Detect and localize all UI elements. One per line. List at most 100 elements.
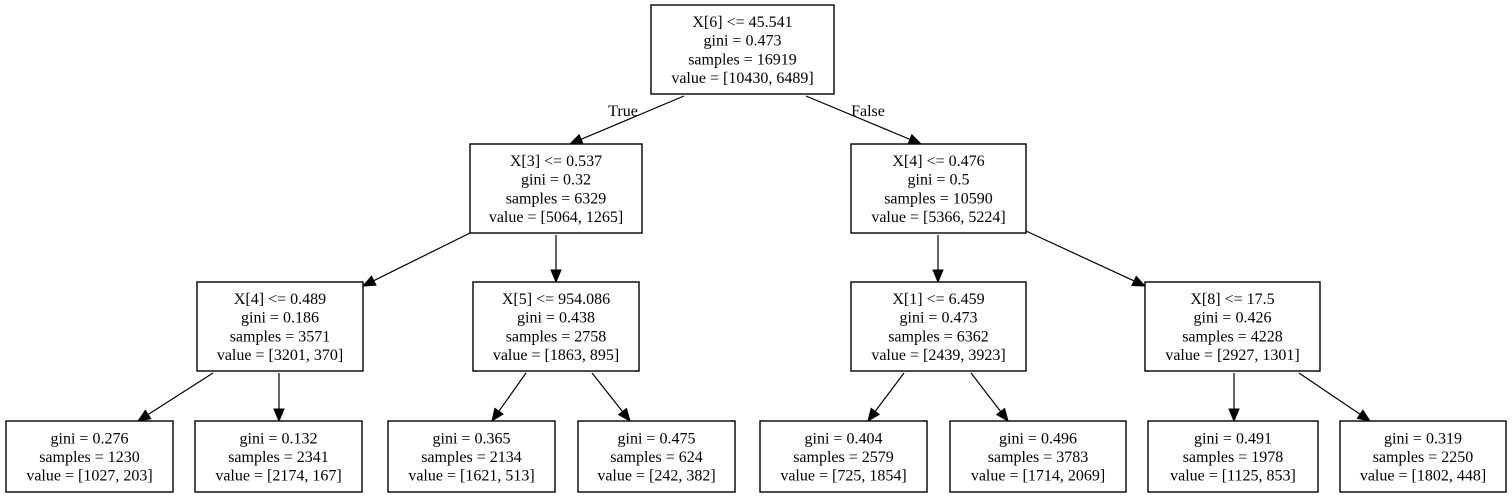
node-line: gini = 0.5 (908, 172, 970, 189)
edge-label-true: True (608, 103, 638, 120)
node-line: X[8] <= 17.5 (1190, 291, 1274, 308)
node-box (1144, 281, 1321, 372)
node-line: value = [10430, 6489] (671, 70, 813, 87)
node-line: value = [3201, 370] (217, 347, 343, 364)
edge-n2-n5 (932, 235, 944, 284)
node-line: value = [5366, 5224] (871, 209, 1005, 226)
edge-line (591, 372, 624, 412)
node-line: samples = 2134 (421, 449, 522, 466)
node-line: value = [2439, 3923] (871, 347, 1005, 364)
edge-n6-n13 (1228, 373, 1240, 423)
arrowhead-icon (617, 407, 631, 423)
node-line: gini = 0.438 (517, 310, 595, 327)
node-line: gini = 0.496 (999, 430, 1077, 447)
node-box (759, 420, 928, 493)
edge-label-false: False (851, 103, 885, 120)
arrowhead-icon (361, 275, 377, 287)
node-line: value = [1714, 2069] (971, 468, 1105, 485)
edge-n1-n4 (550, 235, 562, 284)
edge-n2-n6 (1025, 230, 1147, 287)
edge-n6-n14 (1298, 372, 1372, 422)
node-box (194, 420, 363, 493)
node-line: gini = 0.319 (1384, 430, 1462, 447)
arrowhead-icon (1356, 409, 1372, 422)
node-line: X[5] <= 954.086 (502, 291, 610, 308)
node-line: gini = 0.473 (900, 310, 978, 327)
node-box (850, 143, 1027, 234)
node-line: value = [5064, 1265] (489, 209, 623, 226)
node-box (5, 420, 174, 493)
node-line: gini = 0.426 (1194, 310, 1272, 327)
node-box (850, 281, 1027, 372)
node-line: samples = 1978 (1183, 449, 1284, 466)
node-line: samples = 2341 (228, 449, 329, 466)
edge-line (373, 232, 471, 282)
edge-line (874, 372, 905, 412)
node-line: value = [725, 1854] (780, 468, 906, 485)
node-line: X[4] <= 0.489 (234, 291, 326, 308)
node-line: samples = 6362 (888, 328, 989, 345)
node-line: X[6] <= 45.541 (692, 14, 792, 31)
arrowhead-icon (867, 407, 881, 423)
edge-n3-n8 (273, 373, 285, 423)
node-line: value = [1863, 895] (493, 347, 619, 364)
edges-layer: True False (136, 95, 1372, 423)
node-box (469, 143, 643, 234)
node-line: gini = 0.186 (241, 310, 319, 327)
node-line: samples = 10590 (884, 190, 993, 207)
node-box (650, 4, 835, 95)
node-box (1339, 420, 1507, 493)
node-line: value = [1125, 853] (1170, 468, 1296, 485)
node-line: gini = 0.473 (704, 33, 782, 50)
edge-line (580, 95, 685, 140)
node-line: samples = 16919 (688, 51, 797, 68)
edge-n3-n7 (136, 372, 214, 422)
edge-n4-n10 (591, 372, 631, 423)
edge-n0-n1: True (568, 95, 685, 145)
node-line: X[4] <= 0.476 (892, 153, 984, 170)
node-box (1147, 420, 1319, 493)
edge-n5-n12 (970, 372, 1009, 423)
arrowhead-icon (491, 407, 504, 423)
arrowhead-icon (550, 269, 562, 284)
node-line: gini = 0.132 (240, 430, 318, 447)
node-line: value = [2174, 167] (215, 468, 341, 485)
node-line: samples = 1230 (39, 449, 140, 466)
edge-line (805, 95, 911, 140)
tree-node-n8: gini = 0.132 samples = 2341 value = [2174,… (194, 420, 363, 493)
node-line: samples = 624 (610, 449, 703, 466)
node-line: samples = 2250 (1373, 449, 1474, 466)
arrowhead-icon (1131, 275, 1147, 287)
edge-line (147, 372, 214, 416)
node-line: samples = 6329 (506, 190, 607, 207)
node-line: value = [2927, 1301] (1165, 347, 1299, 364)
node-line: X[1] <= 6.459 (892, 291, 984, 308)
arrowhead-icon (1228, 408, 1240, 423)
edge-line (1025, 230, 1135, 282)
node-line: value = [1027, 203] (26, 468, 152, 485)
node-line: samples = 2758 (506, 328, 607, 345)
edge-n5-n11 (867, 372, 905, 423)
edge-n1-n3 (361, 232, 471, 287)
node-line: gini = 0.475 (618, 430, 696, 447)
node-line: samples = 2579 (793, 449, 894, 466)
edge-line (970, 372, 1002, 412)
node-line: samples = 3571 (230, 328, 331, 345)
edge-n0-n2: False (805, 95, 923, 145)
node-line: value = [1621, 513] (408, 468, 534, 485)
arrowhead-icon (136, 409, 152, 422)
arrowhead-icon (995, 407, 1009, 423)
node-box (472, 281, 640, 372)
node-box (577, 420, 736, 493)
